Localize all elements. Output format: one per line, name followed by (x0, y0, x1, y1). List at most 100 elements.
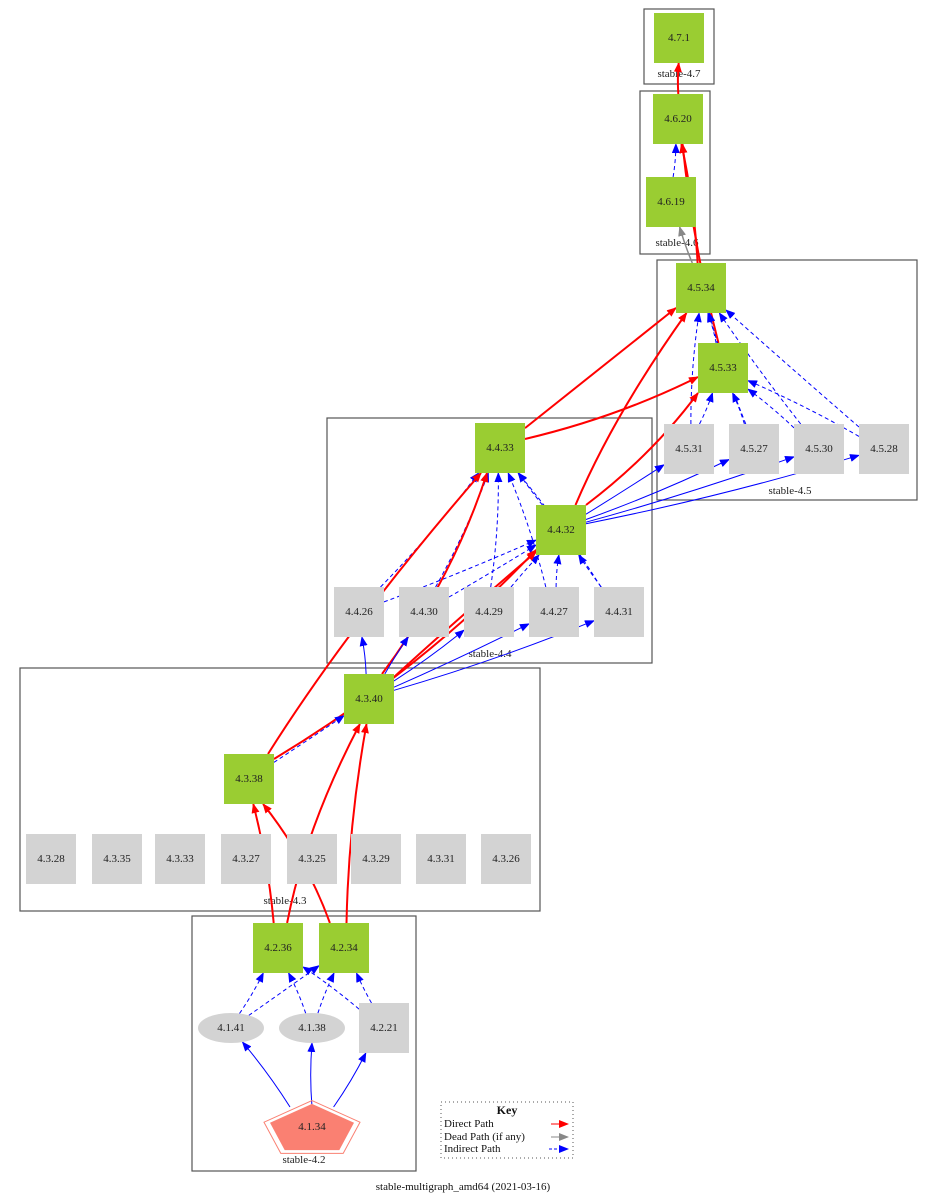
cluster-stable-4.3: stable-4.3 (19, 667, 541, 912)
node-label: 4.4.26 (345, 606, 373, 618)
node-4.4.26[interactable]: 4.4.26 (334, 587, 384, 637)
node-4.5.27[interactable]: 4.5.27 (729, 424, 779, 474)
edge-indirect-4.1.41-to-4.2.34 (248, 965, 320, 1016)
node-label: 4.2.34 (330, 942, 358, 954)
edges (239, 62, 860, 1108)
edge-indirect-4.2.21-to-4.2.36 (302, 966, 360, 1010)
edge-indirect-4.4.31-to-4.4.33 (517, 472, 602, 588)
node-4.4.31[interactable]: 4.4.31 (594, 587, 644, 637)
node-label: 4.4.31 (605, 606, 633, 618)
legend-key: Key Direct Path Dead Path (if any) Indir… (440, 1101, 574, 1159)
edge-indirect-4.1.38-to-4.2.34 (317, 972, 335, 1014)
cluster-box (656, 259, 918, 501)
node-label: 4.3.31 (427, 853, 455, 865)
node-shape (416, 834, 466, 884)
node-4.3.40[interactable]: 4.3.40 (344, 674, 394, 724)
node-4.7.1[interactable]: 4.7.1 (654, 13, 704, 63)
node-4.4.33[interactable]: 4.4.33 (475, 423, 525, 473)
node-4.2.21[interactable]: 4.2.21 (359, 1003, 409, 1053)
node-4.2.34[interactable]: 4.2.34 (319, 923, 369, 973)
edge-indirect-4.4.31-to-4.4.32 (578, 554, 602, 588)
edge-indirect-4.5.31-to-4.5.34 (690, 312, 702, 425)
node-4.3.27[interactable]: 4.3.27 (221, 834, 271, 884)
node-label: 4.5.33 (709, 362, 737, 374)
node-shape (155, 834, 205, 884)
node-4.4.29[interactable]: 4.4.29 (464, 587, 514, 637)
node-label: 4.2.36 (264, 942, 292, 954)
cluster-stable-4.5: stable-4.5 (656, 259, 918, 501)
edge-indirect-4.4.26-to-4.4.33 (380, 472, 480, 588)
node-shape (676, 263, 726, 313)
node-4.6.19[interactable]: 4.6.19 (646, 177, 696, 227)
node-4.4.32[interactable]: 4.4.32 (536, 505, 586, 555)
key-title: Key (497, 1103, 518, 1117)
node-4.2.36[interactable]: 4.2.36 (253, 923, 303, 973)
node-shape (92, 834, 142, 884)
node-shape (26, 834, 76, 884)
node-shape (859, 424, 909, 474)
node-4.3.29[interactable]: 4.3.29 (351, 834, 401, 884)
cluster-label: stable-4.3 (263, 895, 307, 907)
node-label: 4.5.27 (740, 443, 768, 455)
node-4.5.30[interactable]: 4.5.30 (794, 424, 844, 474)
node-shape (351, 834, 401, 884)
node-shape (529, 587, 579, 637)
node-shape (698, 343, 748, 393)
node-label: 4.1.41 (217, 1022, 245, 1034)
edge-indirect-4.2.21-to-4.2.34 (356, 972, 372, 1004)
node-4.5.34[interactable]: 4.5.34 (676, 263, 726, 313)
node-4.5.33[interactable]: 4.5.33 (698, 343, 748, 393)
node-shape (334, 587, 384, 637)
edge-indirect-4.4.30-to-4.4.32 (448, 544, 537, 598)
node-shape (344, 674, 394, 724)
node-shape (287, 834, 337, 884)
node-4.5.28[interactable]: 4.5.28 (859, 424, 909, 474)
node-shape (594, 587, 644, 637)
node-shape (399, 587, 449, 637)
node-label: 4.5.28 (870, 443, 898, 455)
edge-direct-4.2.34-to-4.3.40 (345, 723, 369, 924)
node-4.3.26[interactable]: 4.3.26 (481, 834, 531, 884)
node-label: 4.6.19 (657, 196, 685, 208)
node-shape (279, 1013, 345, 1043)
cluster-stable-4.4: stable-4.4 (326, 417, 653, 664)
edge-direct-4.4.33-to-4.5.33 (524, 376, 699, 440)
node-4.5.31[interactable]: 4.5.31 (664, 424, 714, 474)
node-4.1.41[interactable]: 4.1.41 (198, 1013, 264, 1043)
edge-direct-4.3.38-to-4.4.32 (273, 549, 537, 760)
node-label: 4.5.31 (675, 443, 703, 455)
node-shape (198, 1013, 264, 1043)
cluster-label: stable-4.2 (282, 1154, 325, 1166)
node-4.3.28[interactable]: 4.3.28 (26, 834, 76, 884)
node-label: 4.4.32 (547, 524, 575, 536)
key-dead-label: Dead Path (if any) (444, 1131, 525, 1143)
node-4.1.38[interactable]: 4.1.38 (279, 1013, 345, 1043)
node-shape (319, 923, 369, 973)
node-4.4.30[interactable]: 4.4.30 (399, 587, 449, 637)
node-label: 4.3.38 (235, 773, 263, 785)
edge-dep-4.4.32-to-4.5.31 (585, 464, 665, 515)
node-shape (475, 423, 525, 473)
edge-dep-4.3.40-to-4.4.26 (359, 636, 368, 675)
node-shape (654, 13, 704, 63)
node-4.4.27[interactable]: 4.4.27 (529, 587, 579, 637)
node-4.3.38[interactable]: 4.3.38 (224, 754, 274, 804)
node-4.3.31[interactable]: 4.3.31 (416, 834, 466, 884)
edge-indirect-4.5.27-to-4.5.33 (732, 392, 745, 425)
key-direct-label: Direct Path (444, 1118, 494, 1130)
node-4.3.25[interactable]: 4.3.25 (287, 834, 337, 884)
node-4.3.33[interactable]: 4.3.33 (155, 834, 205, 884)
edge-indirect-4.1.38-to-4.2.36 (288, 972, 307, 1014)
node-label: 4.3.29 (362, 853, 390, 865)
node-label: 4.3.35 (103, 853, 131, 865)
node-shape (224, 754, 274, 804)
node-label: 4.3.26 (492, 853, 520, 865)
cluster-stable-4.7: stable-4.7 (643, 8, 715, 85)
edge-dep-4.1.34-to-4.2.21 (333, 1052, 367, 1108)
node-4.1.34[interactable]: 4.1.34 (263, 1100, 361, 1154)
node-4.6.20[interactable]: 4.6.20 (653, 94, 703, 144)
node-label: 4.7.1 (668, 32, 690, 44)
node-4.3.35[interactable]: 4.3.35 (92, 834, 142, 884)
node-label: 4.2.21 (370, 1022, 398, 1034)
cluster-label: stable-4.7 (657, 68, 701, 80)
